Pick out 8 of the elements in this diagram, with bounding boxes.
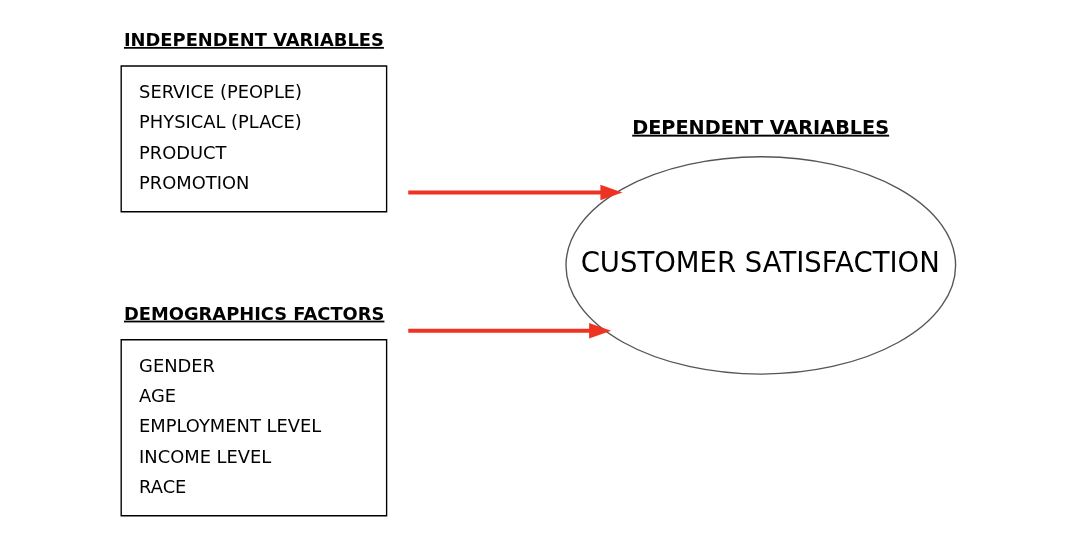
- arrow: [408, 323, 612, 339]
- node-label: INDEPENDENT VARIABLES: [123, 28, 384, 50]
- node-label: DEMOGRAPHICS FACTORS: [123, 302, 385, 324]
- node-label: DEPENDENT VARIABLES: [632, 115, 890, 139]
- node-box: SERVICE (PEOPLE) PHYSICAL (PLACE) PRODUCT PROMOTION: [120, 65, 388, 213]
- node-ellipse: CUSTOMER SATISFACTION: [565, 156, 957, 375]
- node-box: GENDER AGE EMPLOYMENT LEVEL INCOME LEVEL RACE: [120, 339, 388, 517]
- arrow: [408, 184, 623, 201]
